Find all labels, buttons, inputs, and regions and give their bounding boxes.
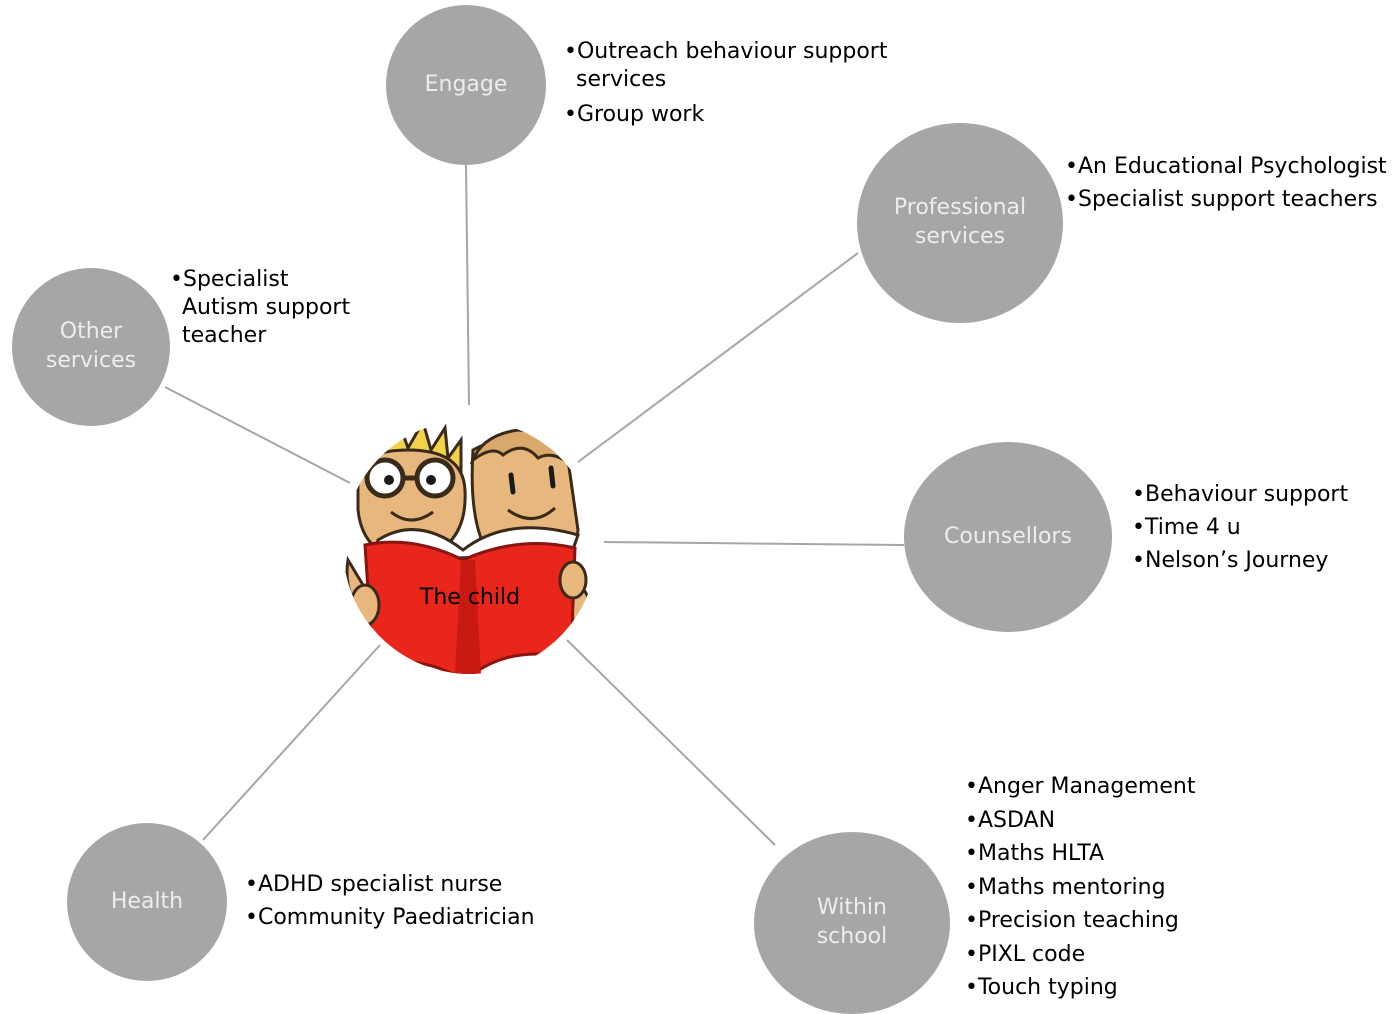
node-counsellors-label: Counsellors	[944, 523, 1072, 549]
node-health-label: Health	[110, 888, 184, 914]
within-item: Maths HLTA	[965, 837, 1225, 871]
node-health: Health	[67, 823, 227, 981]
connector-professional	[577, 252, 859, 463]
connector-engage	[465, 164, 470, 406]
node-engage: Engage	[386, 5, 546, 165]
professional-list: An Educational Psychologist Specialist s…	[1065, 150, 1394, 216]
other-item: Specialist Autism support teacher	[170, 266, 370, 350]
other-list: Specialist Autism support teacher	[170, 266, 370, 350]
node-professional-label: Professional services	[893, 195, 1027, 249]
within-item: Precision teaching	[965, 904, 1225, 938]
professional-item: Specialist support teachers	[1065, 183, 1394, 216]
node-engage-label: Engage	[424, 71, 508, 97]
within-item: Touch typing	[965, 971, 1225, 1005]
center-label: The child	[419, 585, 521, 610]
boy-left	[345, 420, 467, 623]
counsellors-item: Nelson’s Journey	[1132, 544, 1372, 577]
connector-health	[202, 644, 381, 841]
node-professional: Professional services	[857, 123, 1063, 323]
node-other: Other services	[12, 268, 170, 426]
within-item: ASDAN	[965, 804, 1225, 838]
within-item: Maths mentoring	[965, 871, 1225, 905]
hand-right	[558, 560, 588, 600]
node-counsellors: Counsellors	[904, 442, 1112, 632]
engage-item: Outreach behaviour support services	[564, 38, 894, 94]
professional-item: An Educational Psychologist	[1065, 150, 1394, 183]
node-within-label: Within school	[816, 895, 888, 949]
within-item: PIXL code	[965, 938, 1225, 972]
within-item: Anger Management	[965, 770, 1225, 804]
counsellors-item: Time 4 u	[1132, 511, 1372, 544]
health-item: ADHD specialist nurse	[245, 868, 565, 901]
connector-within	[566, 639, 776, 846]
engage-item: Group work	[564, 98, 894, 131]
connector-other	[164, 386, 351, 484]
book-spine	[455, 560, 481, 674]
engage-list: Outreach behaviour support services Grou…	[564, 38, 894, 131]
counsellors-item: Behaviour support	[1132, 478, 1372, 511]
center-node-child: The child	[343, 420, 597, 674]
children-reading-illustration	[343, 420, 597, 674]
connector-counsellors	[603, 541, 905, 546]
health-item: Community Paediatrician	[245, 901, 565, 934]
node-other-label: Other services	[45, 319, 137, 373]
health-list: ADHD specialist nurse Community Paediatr…	[245, 868, 565, 934]
node-within: Within school	[754, 832, 950, 1014]
within-list: Anger Management ASDAN Maths HLTA Maths …	[965, 770, 1225, 1005]
counsellors-list: Behaviour support Time 4 u Nelson’s Jour…	[1132, 478, 1372, 577]
